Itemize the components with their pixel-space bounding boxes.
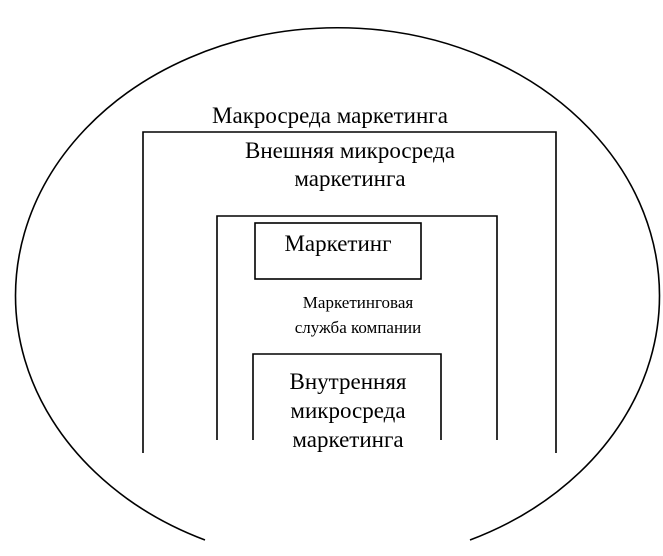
marketing-label: Маркетинг	[284, 231, 392, 256]
external-micro-environment-frame	[142, 131, 557, 453]
internal-micro-environment-frame	[252, 353, 442, 440]
macro-environment-ellipse	[14, 26, 661, 541]
external-micro-environment-label: Внешняя микросреда маркетинга	[245, 138, 455, 191]
internal-micro-environment-label: Внутренняя микросреда маркетинга	[289, 369, 407, 452]
marketing-box	[254, 222, 422, 280]
macro-environment-label: Макросреда маркетинга	[212, 103, 448, 128]
marketing-service-frame	[216, 215, 498, 440]
marketing-service-label: Маркетинговая служба компании	[294, 293, 422, 337]
